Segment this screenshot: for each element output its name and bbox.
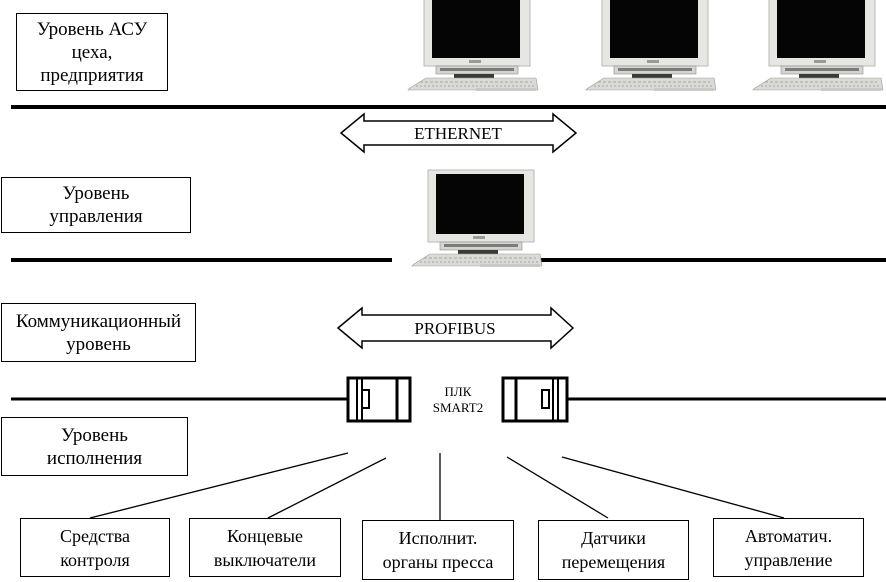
device-automatic-control-line1: Автоматич. — [744, 525, 833, 546]
device-displacement-sensors: Датчики перемещения — [538, 520, 689, 580]
level-enterprise-label: Уровень АСУ цеха, предприятия — [16, 13, 168, 91]
level-execution-label: Уровень исполнения — [1, 417, 188, 476]
level-communication-label: Коммуникационный уровень — [1, 303, 196, 362]
link-automatic-control — [561, 456, 785, 519]
device-control-means: Средства контроля — [20, 518, 170, 577]
plc-label-line2: SMART2 — [432, 400, 484, 415]
device-press-actuators: Исполнит. органы пресса — [362, 520, 514, 580]
enterprise-workstation-1 — [407, 0, 539, 92]
level-communication-line1: Коммуникационный — [15, 310, 182, 332]
enterprise-workstation-3 — [752, 0, 884, 92]
link-control-means — [89, 452, 349, 519]
device-press-actuators-line2: органы пресса — [382, 552, 494, 572]
profibus-label: PROFIBUS — [414, 319, 495, 338]
level-control-label: Уровень управления — [1, 177, 191, 233]
ethernet-label: ETHERNET — [414, 124, 502, 143]
device-limit-switches-line2: выключатели — [213, 549, 317, 570]
ethernet-bus-arrow: ETHERNET — [339, 112, 578, 154]
plc-module-right — [501, 376, 569, 423]
control-workstation — [411, 169, 543, 268]
device-automatic-control: Автоматич. управление — [713, 518, 864, 577]
profibus-bus-arrow: PROFIBUS — [336, 306, 575, 350]
level-control-line1: Уровень — [62, 183, 130, 204]
device-limit-switches-line1: Концевые — [227, 525, 303, 546]
level-enterprise-line3: предприятия — [40, 64, 144, 86]
device-limit-switches: Концевые выключатели — [189, 518, 341, 577]
plc-label: ПЛК SMART2 — [428, 384, 488, 416]
device-control-means-line2: контроля — [60, 549, 130, 570]
level-execution-line2: исполнения — [46, 447, 143, 469]
device-displacement-sensors-line1: Датчики — [581, 528, 646, 548]
plc-module-left — [346, 376, 412, 423]
device-automatic-control-line2: управление — [744, 549, 833, 570]
level-enterprise-line2: цеха, — [71, 41, 113, 63]
device-displacement-sensors-line2: перемещения — [561, 552, 666, 572]
link-displacement-sensors — [506, 456, 609, 519]
device-control-means-line1: Средства — [59, 525, 131, 546]
level-execution-line1: Уровень — [61, 424, 128, 446]
level-control-line2: управления — [49, 206, 143, 227]
enterprise-workstation-2 — [585, 0, 717, 92]
level-communication-line2: уровень — [66, 333, 131, 355]
device-press-actuators-line1: Исполнит. — [398, 528, 478, 548]
level-enterprise-line1: Уровень АСУ — [36, 18, 148, 40]
plc-label-line1: ПЛК — [444, 384, 472, 399]
link-limit-switches — [267, 457, 387, 519]
